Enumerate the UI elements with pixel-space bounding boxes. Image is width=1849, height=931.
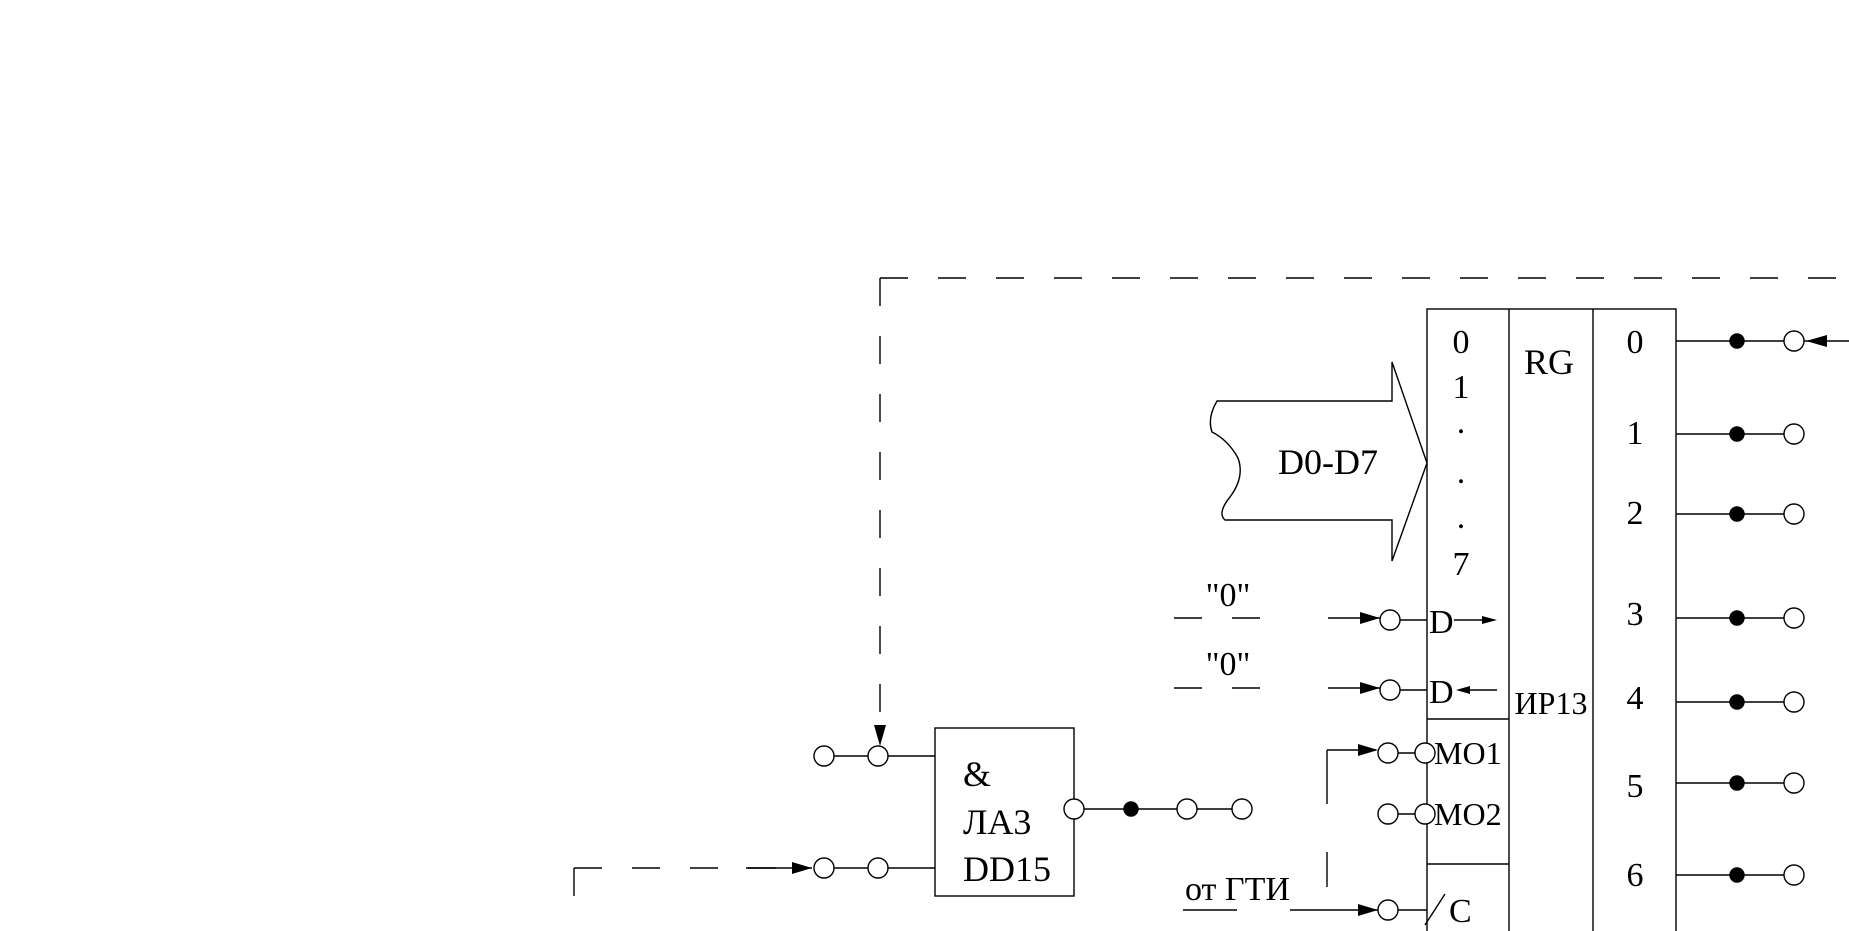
- register-input-dot-3: .: [1457, 499, 1466, 536]
- output-label-0: 0: [1627, 324, 1644, 361]
- register-output-lines: [1676, 330, 1849, 886]
- output-label-2: 2: [1627, 495, 1644, 532]
- output-label-3: 3: [1627, 596, 1644, 633]
- clock-source-label: от ГТИ: [1185, 871, 1290, 908]
- input-dashed-line: [573, 862, 812, 900]
- register-name: RG: [1524, 342, 1574, 382]
- register-input-0: 0: [1453, 324, 1470, 361]
- mode-inputs: [1326, 742, 1436, 825]
- register-input-7: 7: [1453, 546, 1470, 583]
- gate-ref: DD15: [963, 849, 1051, 889]
- gate-symbol: &: [963, 754, 991, 794]
- zero-input-2: "0": [1174, 646, 1427, 701]
- gate-type: ЛА3: [963, 802, 1031, 842]
- register-input-dot-2: .: [1457, 454, 1466, 491]
- output-label-6: 6: [1627, 857, 1644, 894]
- shift-right-input-label: D: [1429, 604, 1454, 641]
- mode2-label: MO2: [1434, 796, 1502, 832]
- clock-input: от ГТИ: [1183, 852, 1427, 921]
- zero-input-1: "0": [1174, 577, 1427, 631]
- output-label-4: 4: [1627, 680, 1644, 717]
- register-output-labels: 0 1 2 3 4 5 6: [1627, 324, 1644, 894]
- register-part: ИР13: [1515, 685, 1588, 721]
- output-label-5: 5: [1627, 768, 1644, 805]
- data-bus-label: D0-D7: [1278, 442, 1378, 482]
- clock-label: C: [1449, 893, 1472, 930]
- register-ir13: 0 1 . . . 7 RG ИР13 D D MO1 MO2 C: [1424, 308, 1677, 931]
- register-input-dot-1: .: [1457, 404, 1466, 441]
- mode1-label: MO1: [1434, 735, 1502, 771]
- register-input-1: 1: [1453, 369, 1470, 406]
- zero-input-label-2: "0": [1206, 646, 1251, 683]
- zero-input-label-1: "0": [1206, 577, 1251, 614]
- shift-left-input-label: D: [1429, 674, 1454, 711]
- gate-dd15: & ЛА3 DD15: [813, 727, 1253, 897]
- feedback-dashed-line: [874, 277, 1849, 746]
- data-bus-arrow: D0-D7: [1209, 361, 1428, 562]
- output-label-1: 1: [1627, 415, 1644, 452]
